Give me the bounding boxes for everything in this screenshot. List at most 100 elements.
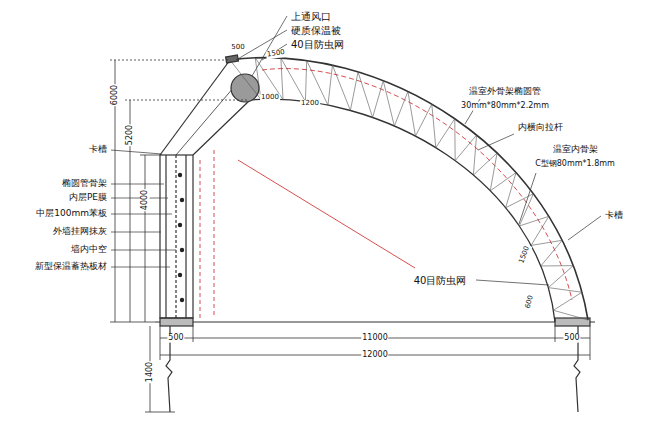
part-label: 40目防虫网: [290, 39, 345, 50]
truss-web: [332, 65, 350, 110]
part-label: 新型保温蓄热板材: [34, 262, 108, 272]
truss-web: [553, 310, 588, 320]
truss-web: [408, 92, 416, 137]
truss-web: [281, 58, 283, 100]
dimension-label: 12000: [361, 351, 388, 360]
part-label: 卡槽: [604, 211, 624, 221]
extension-line: [125, 100, 248, 101]
leader-line: [519, 173, 536, 224]
truss-web: [328, 65, 332, 105]
part-label: 内层PE膜: [68, 193, 108, 203]
truss-web: [506, 194, 534, 208]
dimension-label: 500: [167, 334, 184, 343]
back-roof-outer: [160, 60, 230, 155]
back-roof-inner: [193, 100, 250, 155]
truss-web: [358, 72, 373, 118]
part-label: 椭圆管骨架: [61, 179, 108, 189]
leader-line: [252, 16, 287, 76]
inner-arch: [250, 99, 555, 322]
truss-web: [531, 216, 549, 245]
leader-line: [111, 250, 176, 251]
truss-web: [548, 266, 573, 288]
dimension-label: 1000: [260, 94, 280, 102]
extension-line: [590, 326, 591, 360]
truss-web: [307, 61, 328, 106]
wall-layer: [185, 155, 186, 318]
truss-web: [383, 81, 394, 126]
leader-line: [476, 280, 549, 285]
leader-line: [111, 184, 164, 185]
truss-web: [350, 72, 358, 111]
ground-line: [155, 321, 595, 322]
dimension-label: 1400: [146, 361, 155, 383]
wall-bolt: [178, 273, 182, 277]
truss-web: [415, 104, 431, 136]
vent-roll: [231, 74, 259, 102]
part-label: 40目防虫网: [413, 275, 468, 286]
leader-line: [111, 214, 172, 215]
truss-web: [531, 240, 562, 245]
red-dim-arc: [262, 69, 572, 300]
red-dashed-line: [214, 150, 215, 318]
insulation-quilt: [226, 55, 239, 63]
part-label: 内横向拉杆: [517, 123, 564, 133]
truss-web: [436, 119, 455, 148]
wall-bolt: [178, 223, 182, 227]
leader-line: [111, 267, 170, 268]
part-label: 上通风口: [290, 11, 332, 22]
truss-web: [394, 92, 408, 126]
leader-line: [262, 44, 287, 60]
leader-line: [568, 216, 601, 240]
part-label: 温室外骨架椭圆管: [468, 87, 542, 97]
extension-line: [145, 412, 175, 413]
leader-line: [111, 198, 168, 199]
truss-web: [454, 119, 455, 161]
truss-web: [490, 173, 516, 191]
truss-web: [541, 240, 562, 266]
wall-layer: [165, 155, 166, 318]
dimension-label: 6000: [111, 84, 120, 106]
dimension-label: 11000: [361, 334, 388, 343]
foundation: [160, 318, 193, 326]
extension-line: [193, 326, 194, 342]
wall-bolt: [180, 248, 184, 252]
dimension-label: 1200: [300, 100, 320, 108]
truss-web: [455, 135, 476, 161]
wall-bolt: [180, 298, 184, 302]
extension-line: [110, 322, 155, 323]
dimension-label: 600: [524, 294, 535, 311]
truss-web: [548, 288, 582, 293]
truss-web: [490, 153, 497, 191]
wall-bolt: [178, 173, 182, 177]
wall-bolt: [180, 198, 184, 202]
extension-line: [110, 60, 228, 61]
truss-web: [373, 81, 384, 118]
part-label: 中层100mm苯板: [35, 209, 108, 219]
dimension-label: 5200: [126, 124, 135, 146]
dimension-label: 1500: [518, 244, 532, 265]
back-roof-web: [176, 80, 240, 155]
truss-web: [519, 216, 549, 226]
outer-arch: [230, 58, 588, 320]
part-label: 硬质保温被: [290, 25, 342, 36]
extension-line: [140, 155, 160, 156]
dimension-label: 500: [230, 44, 245, 52]
dimension-label: 4000: [141, 189, 150, 211]
truss-web: [541, 265, 573, 266]
truss-web: [506, 173, 516, 208]
extension-line: [555, 326, 556, 342]
dimension-label: 1500: [266, 49, 287, 59]
truss-web: [553, 292, 582, 310]
part-label: 温室内骨架: [552, 145, 599, 155]
part-label: 卡槽: [88, 145, 108, 155]
extension-line: [160, 326, 161, 360]
back-wall: [160, 155, 193, 318]
leader-line: [111, 150, 162, 154]
truss-web: [473, 135, 476, 175]
spec-label: C型钢80mm*1.8mm: [534, 160, 616, 169]
spec-label: 30mm*80mm*2.2mm: [460, 102, 550, 111]
leader-line: [111, 232, 161, 233]
truss-web: [519, 194, 533, 226]
truss-web: [255, 58, 261, 100]
dimension-label: 500: [563, 334, 580, 343]
